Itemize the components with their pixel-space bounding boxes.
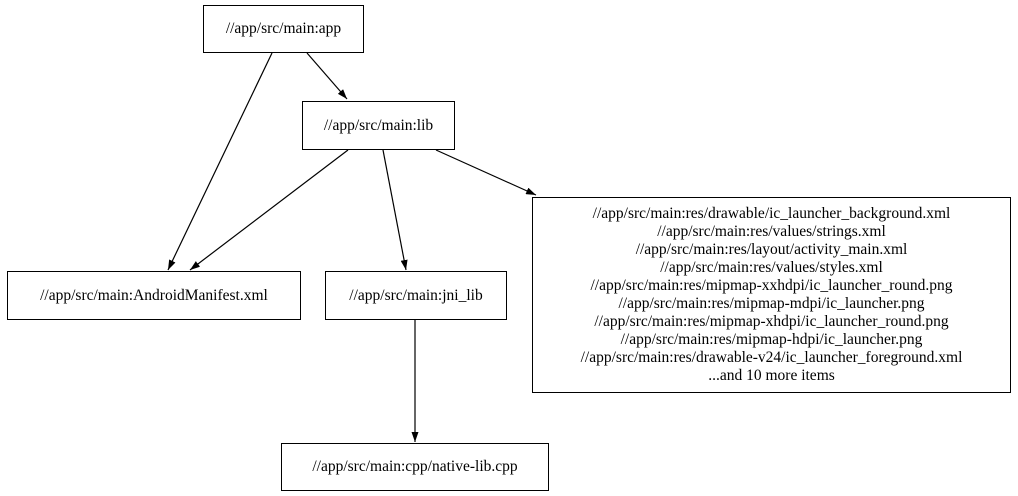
edge-app-to-manifest <box>167 52 273 271</box>
res-item: //app/src/main:res/values/strings.xml <box>657 223 886 240</box>
graph-node-app: //app/src/main:app <box>203 5 364 53</box>
graph-node-label: //app/src/main:AndroidManifest.xml <box>40 286 268 304</box>
edge-lib-to-res_group <box>435 149 537 196</box>
edge-app-to-lib <box>306 52 348 100</box>
res-item: //app/src/main:res/drawable-v24/ic_launc… <box>580 349 963 366</box>
res-more-items: ...and 10 more items <box>708 367 835 384</box>
res-item: //app/src/main:res/layout/activity_main.… <box>635 241 908 258</box>
graph-node-lib: //app/src/main:lib <box>302 101 455 150</box>
res-item: //app/src/main:res/values/styles.xml <box>660 259 883 276</box>
edge-lib-to-manifest <box>189 149 349 271</box>
graph-node-label: //app/src/main:cpp/native-lib.cpp <box>312 458 518 475</box>
graph-node-label: //app/src/main:app <box>225 20 342 37</box>
graph-node-label: //app/src/main:lib <box>323 116 434 134</box>
res-item: //app/src/main:res/mipmap-xxhdpi/ic_laun… <box>590 277 953 294</box>
edge-lib-to-jni_lib <box>382 149 408 271</box>
res-item: //app/src/main:res/mipmap-xhdpi/ic_launc… <box>594 313 949 330</box>
res-item: //app/src/main:res/mipmap-hdpi/ic_launch… <box>620 331 923 348</box>
graph-node-native-lib-cpp: //app/src/main:cpp/native-lib.cpp <box>281 443 549 491</box>
graph-node-android-manifest: //app/src/main:AndroidManifest.xml <box>7 271 301 320</box>
res-item: //app/src/main:res/mipmap-mdpi/ic_launch… <box>618 295 925 312</box>
graph-node-label: //app/src/main:jni_lib <box>349 286 483 304</box>
graph-node-jni-lib: //app/src/main:jni_lib <box>325 271 507 320</box>
graph-node-res-group: //app/src/main:res/drawable/ic_launcher_… <box>532 197 1011 393</box>
res-item: //app/src/main:res/drawable/ic_launcher_… <box>592 205 951 222</box>
